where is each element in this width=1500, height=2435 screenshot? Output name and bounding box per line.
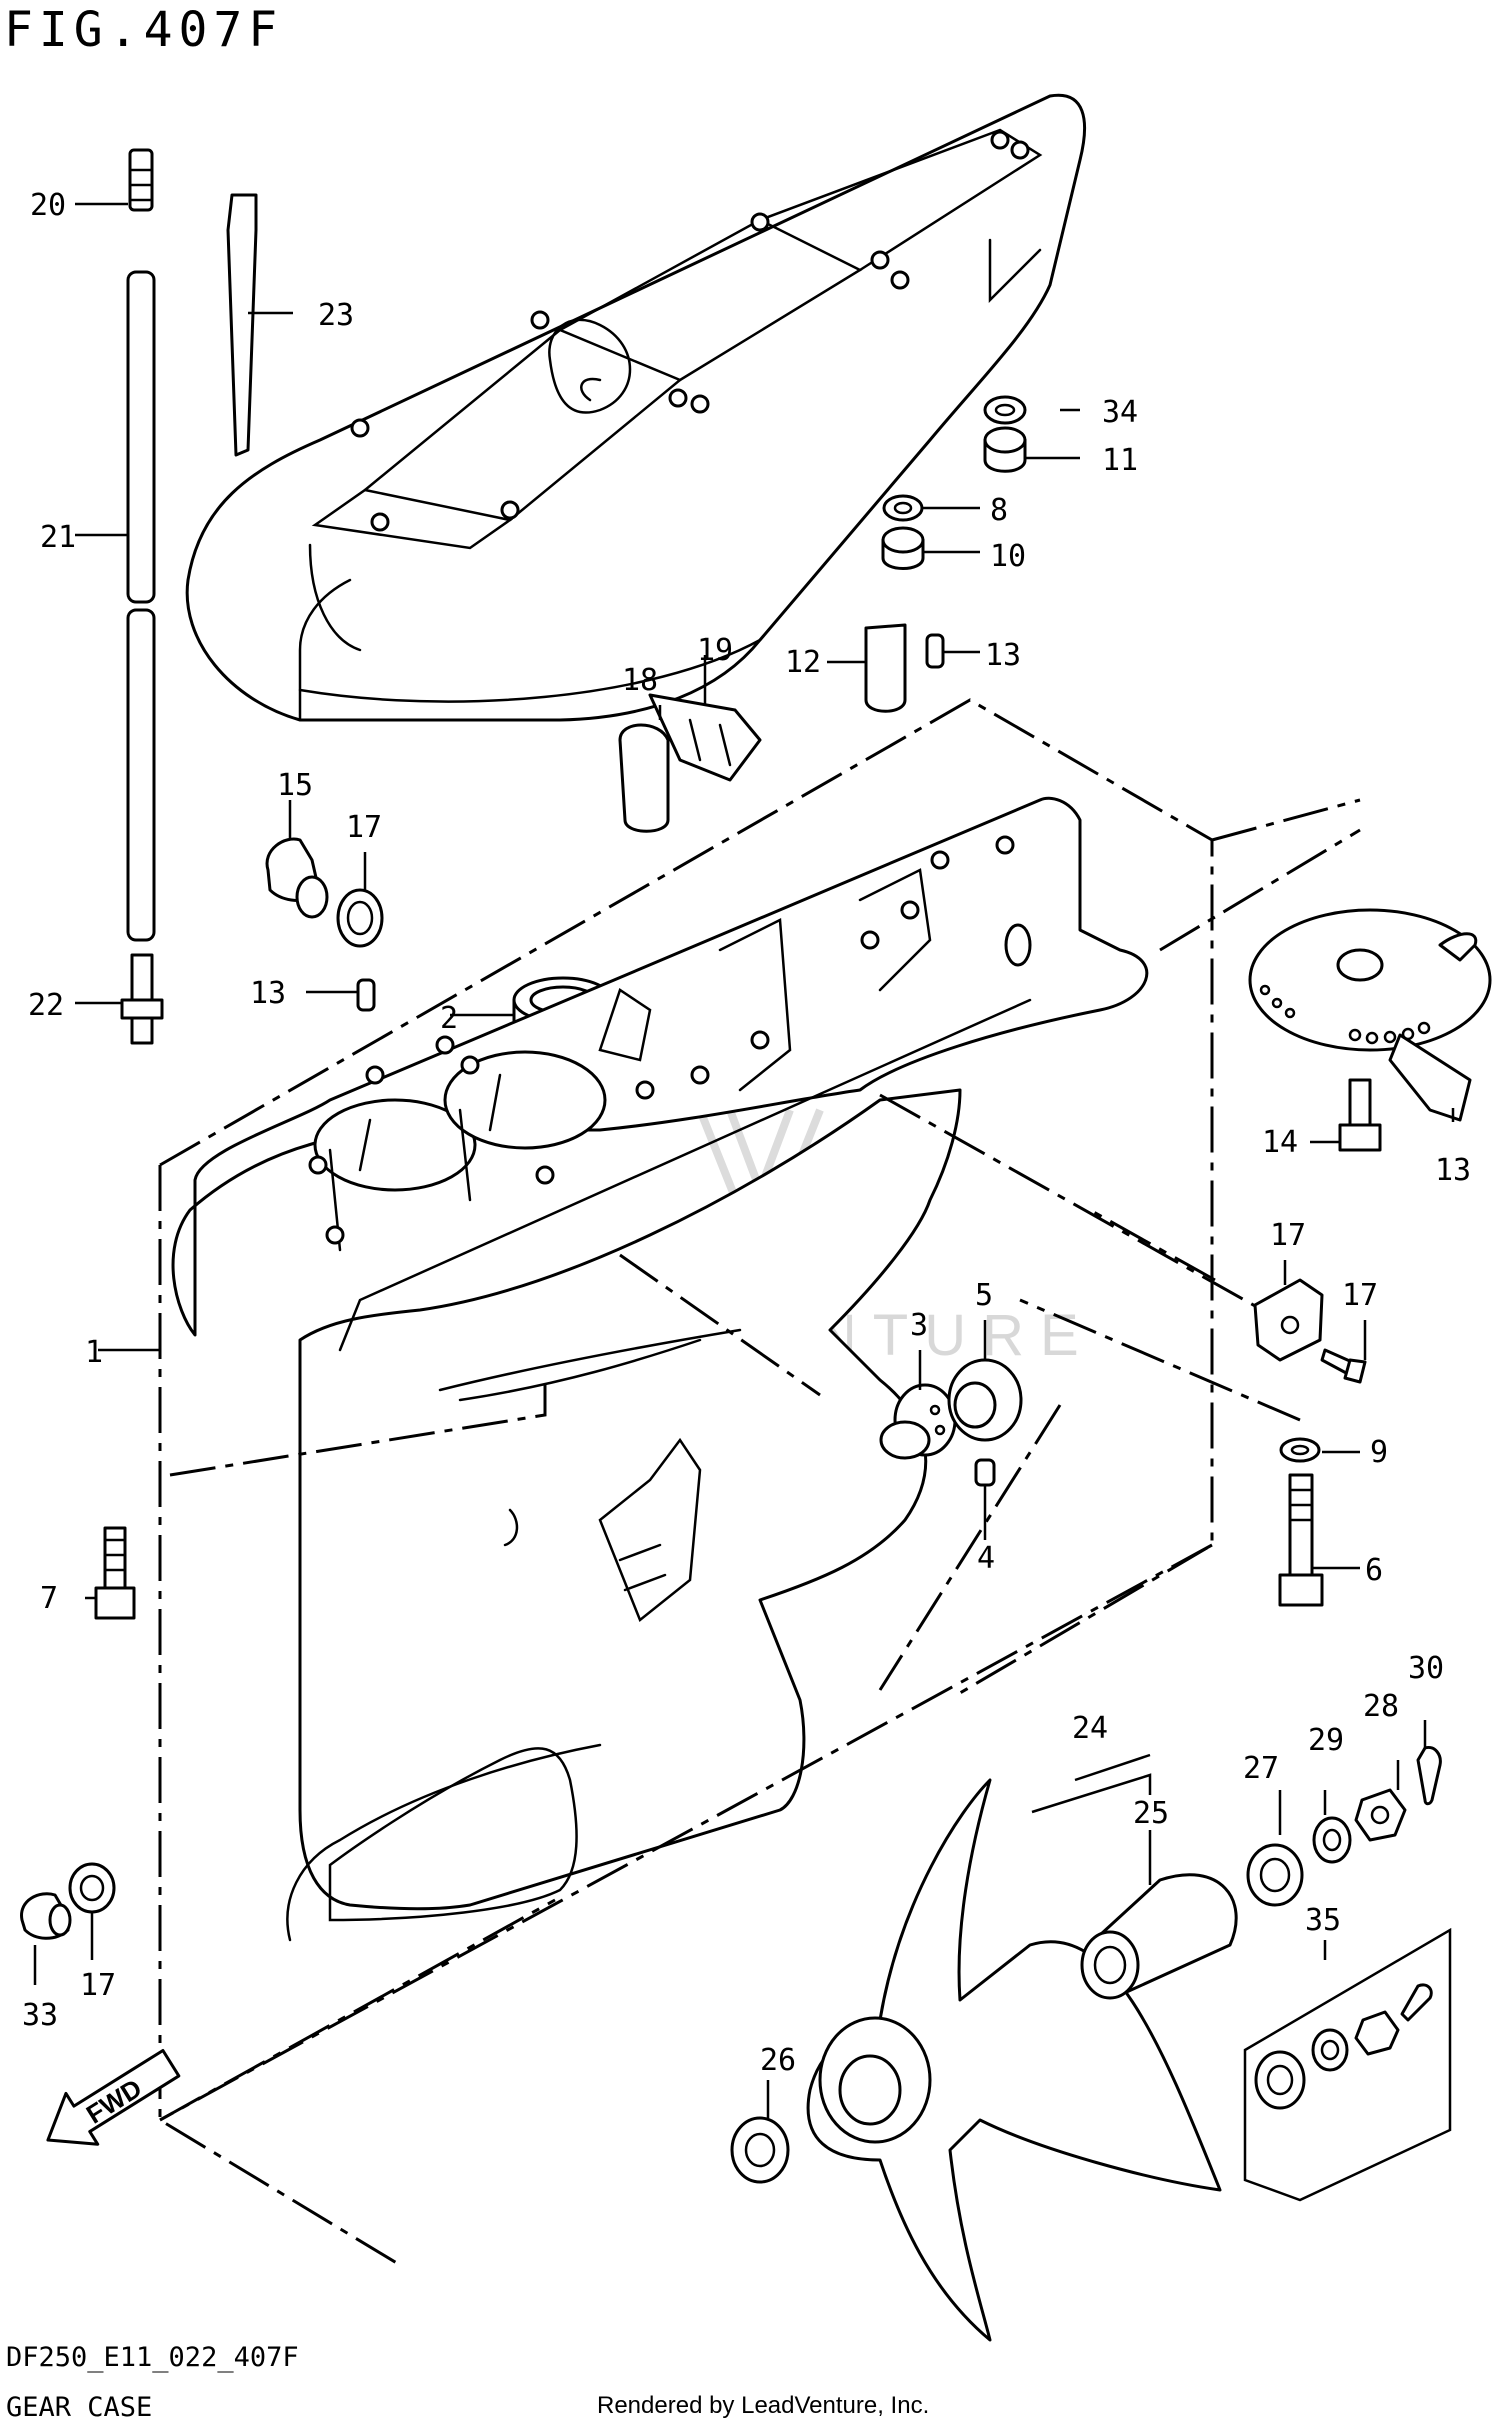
callout-17-lower: 17: [80, 1968, 116, 2003]
part-14-trim-tab-anode[interactable]: [1250, 910, 1490, 1120]
callout-34: 34: [1102, 395, 1138, 430]
diagram-title: GEAR CASE: [6, 2392, 153, 2423]
callout-8: 8: [990, 493, 1008, 528]
callout-23: 21: [40, 520, 76, 555]
part-3-bearing-housing[interactable]: [881, 1385, 955, 1458]
diagram-code: DF250_E11_022_407F: [6, 2342, 299, 2373]
callout-12: 12: [785, 645, 821, 680]
callout-21: 19: [697, 633, 733, 668]
callout-7: 7: [40, 1581, 58, 1616]
callout-25: 23: [318, 298, 354, 333]
part-26-propeller[interactable]: [808, 1780, 1220, 2340]
callout-24: 22: [28, 988, 64, 1023]
render-credit: Rendered by LeadVenture, Inc.: [597, 2392, 930, 2419]
callout-4: 4: [977, 1541, 995, 1576]
callout-32: 30: [1408, 1651, 1444, 1686]
part-6-bolt[interactable]: [1280, 1475, 1322, 1605]
callout-30: 28: [1363, 1689, 1399, 1724]
part-12-spacer[interactable]: [866, 625, 905, 711]
part-31-washer[interactable]: [1314, 1818, 1350, 1862]
callout-1: 1: [85, 1335, 103, 1370]
part-13-dowel-pin-top[interactable]: [927, 635, 943, 667]
leader-lines: [35, 204, 1453, 2118]
figure-label: FIG.407F: [4, 2, 284, 58]
callout-20: 18: [622, 663, 658, 698]
callout-10: 10: [990, 539, 1026, 574]
callout-15: 14: [1262, 1125, 1298, 1160]
part-25-cable-tie[interactable]: [228, 195, 256, 455]
part-23-shift-rod[interactable]: [128, 272, 154, 940]
part-22-rod-guide[interactable]: [130, 150, 152, 210]
part-24-shift-rod-end[interactable]: [122, 955, 162, 1043]
part-18-anode[interactable]: [1255, 1280, 1322, 1360]
callout-3: 3: [910, 1308, 928, 1343]
part-10-nut[interactable]: [883, 528, 923, 569]
callout-11: 11: [1102, 443, 1138, 478]
part-28-thrust-washer[interactable]: [732, 2118, 788, 2182]
callout-19: 17: [1342, 1278, 1378, 1313]
part-11-nut[interactable]: [985, 428, 1025, 471]
fwd-arrow-icon: FWD: [32, 2038, 187, 2166]
part-35-nut-set[interactable]: [1245, 1930, 1450, 2200]
callout-28: 26: [760, 2043, 796, 2078]
callout-29: 27: [1243, 1751, 1279, 1786]
part-32-cotter-pin[interactable]: [1418, 1747, 1440, 1803]
callout-16: 15: [277, 768, 313, 803]
part-5-bearing[interactable]: [949, 1360, 1021, 1440]
callout-2: 2: [440, 1001, 458, 1036]
callout-26: 24: [1072, 1711, 1108, 1746]
callout-17-upper: 17: [346, 810, 382, 845]
part-4-pin[interactable]: [976, 1460, 994, 1485]
callout-13-lower: 13: [250, 976, 286, 1011]
part-15-bolt[interactable]: [1340, 1080, 1380, 1150]
part-9-washer[interactable]: [1281, 1439, 1319, 1461]
callout-27: 25: [1133, 1796, 1169, 1831]
part-1-gear-case[interactable]: [173, 798, 1147, 1940]
callout-35: 35: [1305, 1903, 1341, 1938]
callout-labels: 20 23 21 22 34 11 8 10 12 13 18 19 15 17…: [22, 188, 1471, 2078]
part-17-gasket-upper[interactable]: [338, 890, 382, 946]
part-19-bolt[interactable]: [1322, 1350, 1365, 1382]
part-29-spacer[interactable]: [1248, 1845, 1302, 1905]
lower-unit-upper-housing[interactable]: [187, 95, 1084, 720]
callout-31: 29: [1308, 1723, 1344, 1758]
part-34-washer[interactable]: [985, 397, 1025, 423]
callout-6: 6: [1365, 1553, 1383, 1588]
callout-14: 13: [1435, 1153, 1471, 1188]
part-17-gasket-lower[interactable]: [70, 1864, 114, 1912]
callout-18: 17: [1270, 1218, 1306, 1253]
part-7-bolt[interactable]: [96, 1528, 134, 1618]
part-13-dowel-pin-lower[interactable]: [358, 980, 374, 1010]
part-20-cover[interactable]: [620, 725, 668, 831]
part-30-castle-nut[interactable]: [1356, 1790, 1405, 1840]
callout-22: 20: [30, 188, 66, 223]
callout-9: 9: [1370, 1435, 1388, 1470]
part-16-plug[interactable]: [267, 839, 327, 917]
part-21-bracket[interactable]: [650, 695, 760, 780]
callout-5: 5: [975, 1278, 993, 1313]
part-33-drain-plug[interactable]: [22, 1894, 70, 1939]
assembly-boundary-lines: [160, 700, 1360, 2265]
callout-33: 33: [22, 1998, 58, 2033]
part-27-bushing[interactable]: [1082, 1875, 1236, 1998]
callout-13-top: 13: [985, 638, 1021, 673]
part-8-washer[interactable]: [884, 496, 922, 520]
